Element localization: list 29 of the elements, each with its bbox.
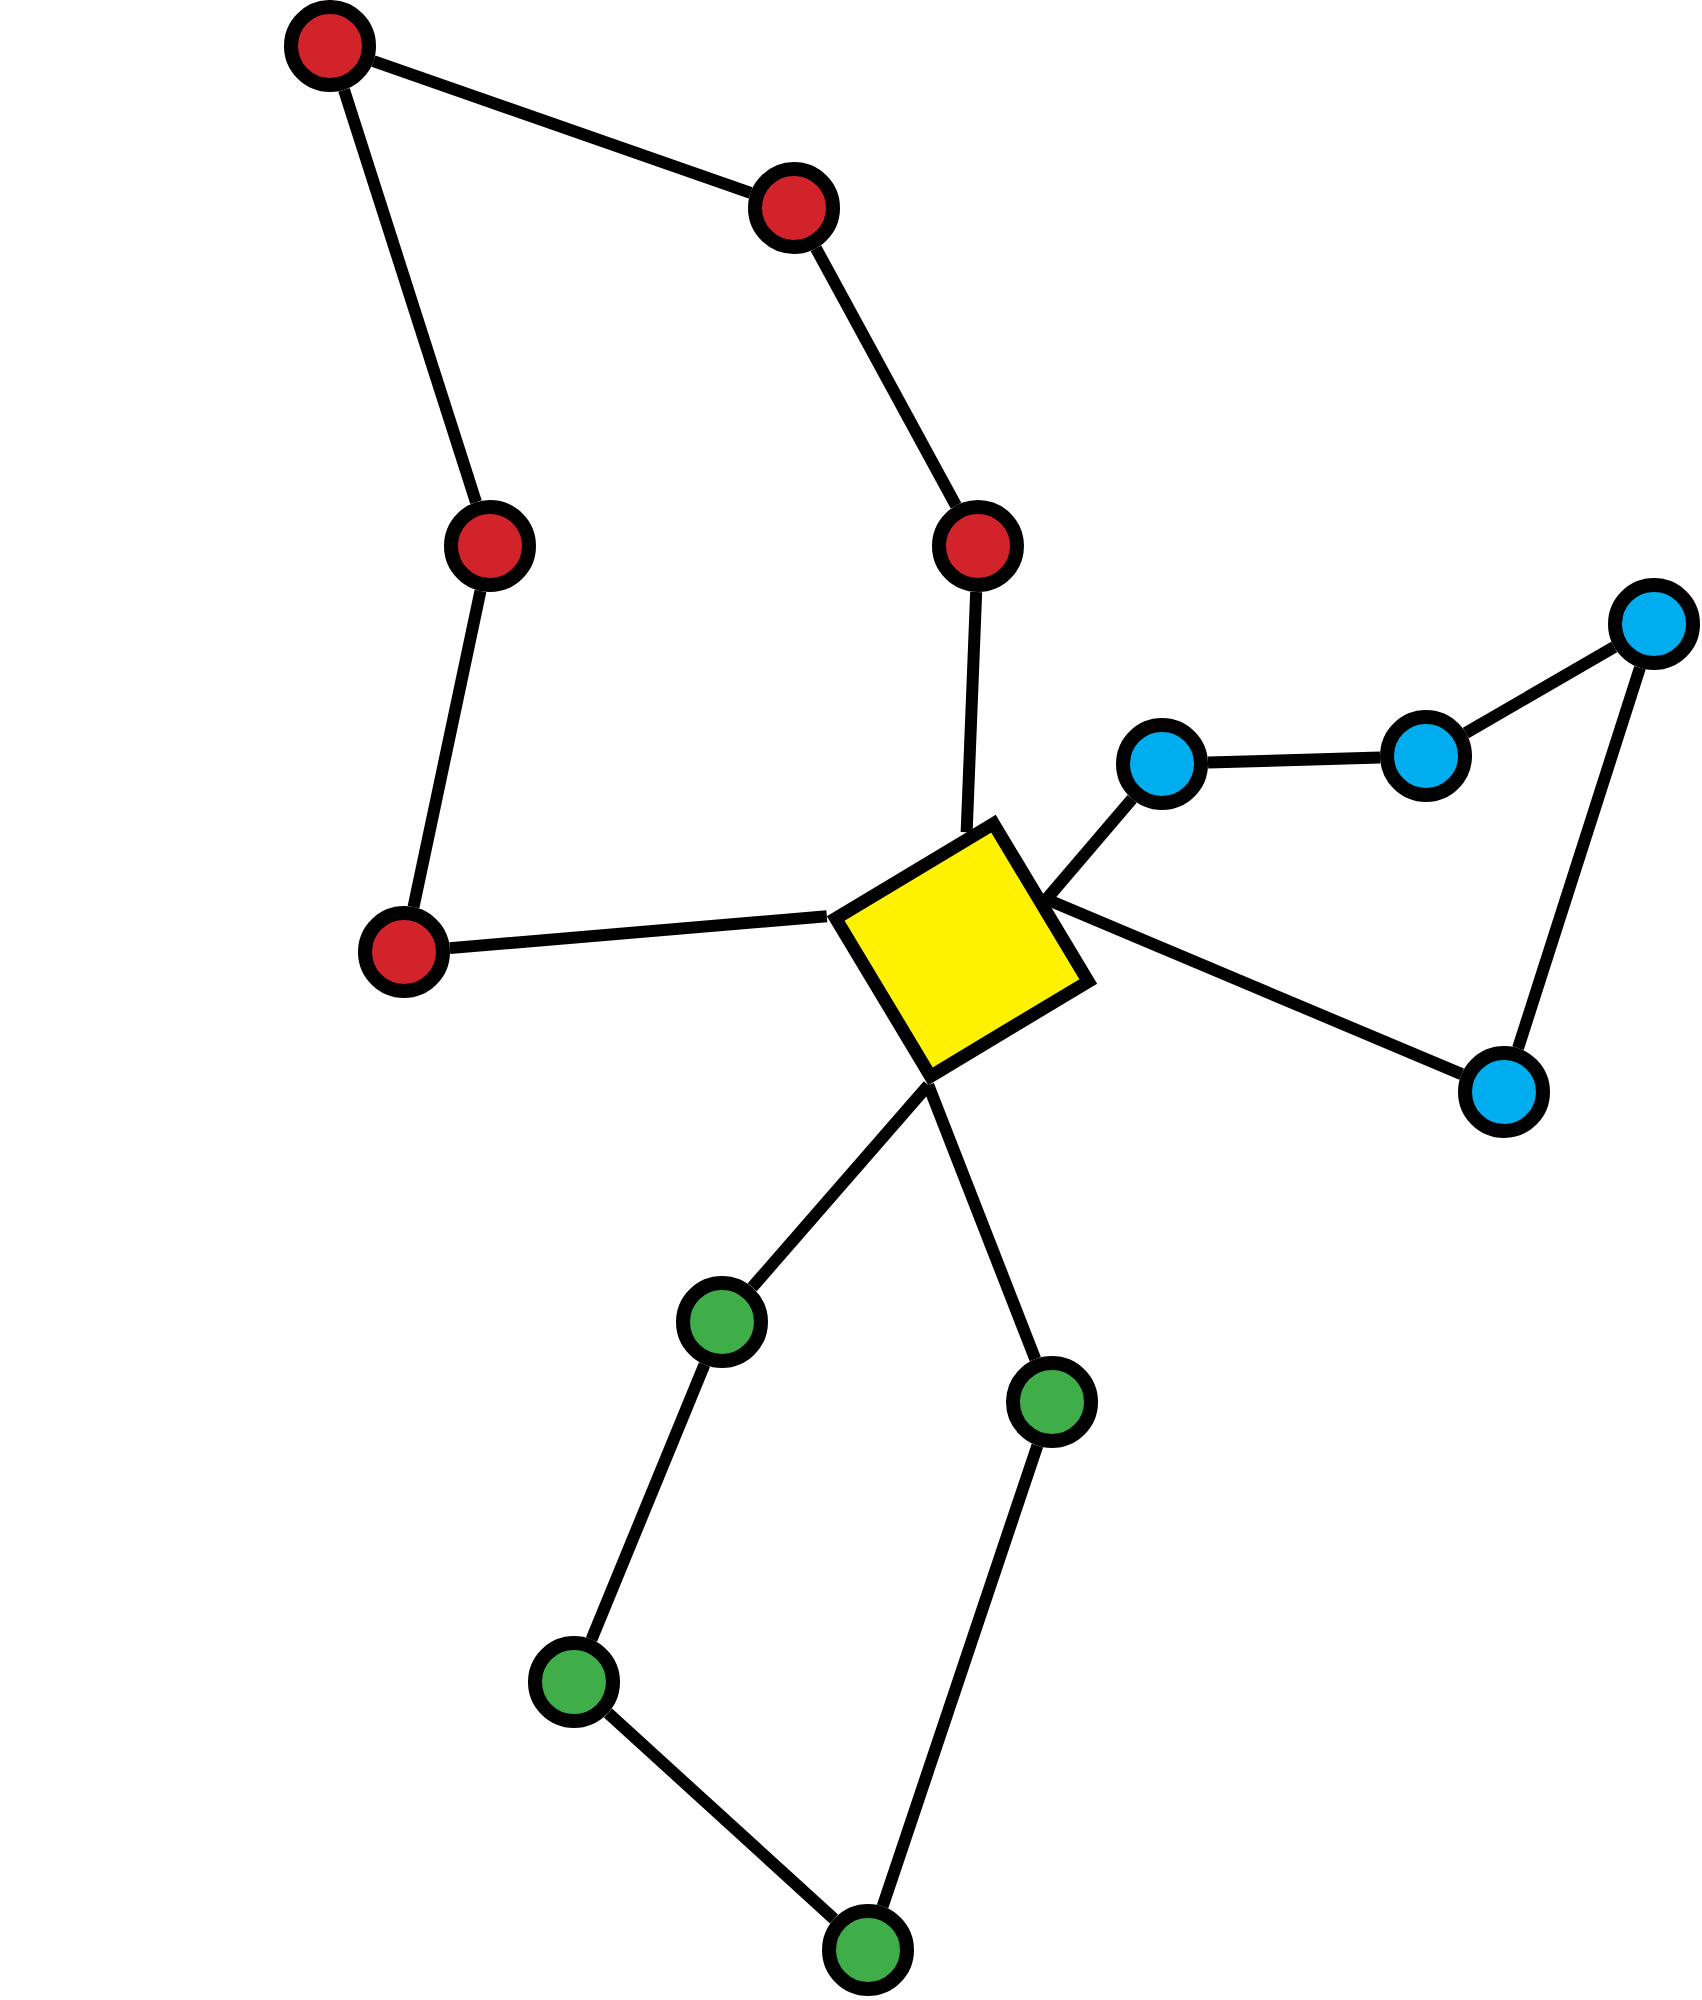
- connector-line: [449, 910, 828, 955]
- circle-node: [1006, 1356, 1098, 1448]
- circle-node: [1380, 710, 1472, 802]
- circle-node: [284, 0, 376, 92]
- circle-node: [676, 1276, 768, 1368]
- connector-line: [810, 245, 962, 509]
- connector-line: [876, 1443, 1044, 1909]
- connector-line: [407, 589, 487, 909]
- connector-line: [1462, 641, 1618, 739]
- connector-line: [585, 1362, 711, 1642]
- circle-node: [1116, 718, 1208, 810]
- connector-line: [747, 1081, 933, 1292]
- circle-node: [932, 500, 1024, 592]
- circle-node: [822, 1904, 914, 1996]
- connector-line: [1512, 665, 1646, 1050]
- connector-line: [960, 591, 983, 833]
- connector-line: [1044, 893, 1464, 1080]
- connector-line: [338, 87, 482, 504]
- circle-node: [528, 1636, 620, 1728]
- circle-node: [444, 500, 536, 592]
- connector-line: [1207, 751, 1381, 769]
- connector-line: [371, 55, 753, 199]
- circle-node: [358, 906, 450, 998]
- circle-node: [748, 162, 840, 254]
- circle-node: [1458, 1046, 1550, 1138]
- connector-line: [922, 1082, 1041, 1362]
- connector-line: [1041, 795, 1137, 904]
- connector-line: [603, 1708, 839, 1924]
- circle-node: [1608, 578, 1700, 670]
